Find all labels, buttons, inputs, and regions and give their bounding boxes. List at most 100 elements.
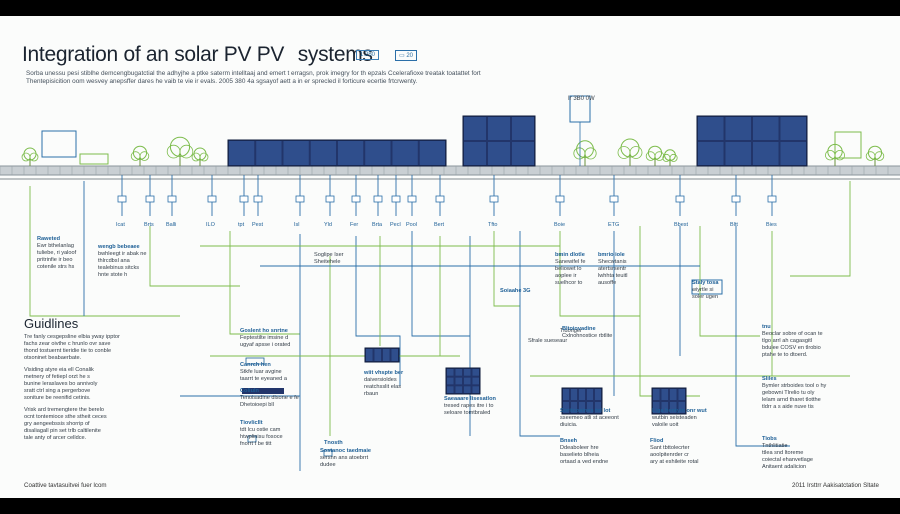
info-line: Ddeaboleer hre [560, 445, 599, 451]
wire [639, 226, 700, 397]
info-line: lwhhta teuitl [598, 273, 628, 279]
panel-cell [571, 389, 577, 400]
guideline-line: sratt ctrl sing a pergerbove [24, 388, 91, 394]
guideline-line: gry aengeebssis shorrip of [24, 421, 90, 427]
info-line: Sostanoc taedmaie [320, 448, 371, 454]
panel-cell [310, 141, 336, 165]
panel-cell [587, 402, 593, 413]
node-label: Pest [252, 222, 263, 228]
panel-cell [753, 142, 779, 165]
intro-line-2: Thentepisicition oom wesvey anepsffer da… [26, 78, 418, 85]
guideline-line: tale anty of arcer celldce. [24, 435, 87, 441]
info-line: tdt lcu ostie cam [240, 427, 281, 433]
node-label: Icat [116, 222, 125, 228]
guideline-line: otsoninet beabaerbate. [24, 355, 82, 361]
guideline-line: soniture be reenifid cetinis. [24, 395, 91, 401]
guideline-line: metnery of fetiepl orzt he s [24, 374, 90, 380]
info-line: bdulee COSV en tlrobio [762, 345, 821, 351]
junction-node [489, 195, 499, 203]
title-badge: 1.250 [356, 50, 380, 60]
info-line: ary at eshileite rotal [650, 459, 699, 465]
junction-node [435, 195, 445, 203]
info-line: Tnosth [324, 440, 343, 446]
info-line: Saeaaare lisesatlon [444, 396, 496, 402]
panel-cell [661, 402, 668, 413]
monitor-box [691, 279, 723, 295]
panel-cell [670, 402, 677, 413]
junction-node [351, 195, 361, 203]
info-line: Sliles [762, 376, 777, 382]
panel-cell [725, 142, 751, 165]
wire [559, 231, 640, 317]
junction-node [295, 195, 305, 203]
panel-cell [753, 117, 779, 140]
tree-leaf [29, 152, 39, 162]
tree-leaf [199, 152, 209, 162]
tree-leaf [825, 149, 836, 161]
tree-leaf [617, 146, 631, 159]
panel-cell [447, 377, 454, 385]
wire [355, 236, 401, 386]
panel-cell [587, 389, 593, 400]
panel-cell [488, 142, 510, 165]
junction-node [325, 195, 335, 203]
panel-cell [464, 369, 471, 376]
guideline-line: Tre fanly cesgepsline elbia yway ipptor [24, 334, 120, 340]
label-c: Soiaahe 3G [500, 288, 531, 294]
tree-leaf [654, 151, 665, 161]
info-line: atertsrsentr [598, 266, 627, 272]
panel-cell [670, 389, 677, 400]
node-label: Tfto [488, 222, 497, 228]
panel-cell [392, 141, 418, 165]
node-label: Brta [372, 222, 383, 228]
node-label: ETG [608, 222, 619, 228]
panel-cell [383, 349, 390, 361]
node-label: Bies [766, 222, 777, 228]
info-line: gebowni Tlrelio tu oly [762, 390, 815, 396]
wire [790, 181, 851, 277]
info-line: diuicia. [560, 422, 578, 428]
node-label: Isl [294, 222, 300, 228]
panel-cell [661, 389, 668, 400]
panel-cell [447, 386, 454, 393]
bottom-letterbox [0, 498, 900, 514]
wire [493, 231, 520, 307]
panel-cell [512, 117, 534, 140]
title-badge-icon: ▭ 20 [395, 50, 418, 61]
tree [169, 136, 191, 157]
top-letterbox [0, 0, 900, 16]
panel-cell [579, 389, 585, 400]
junction-node [555, 195, 565, 203]
panel-cell [595, 402, 601, 413]
info-line: htwplinisu fosoce [240, 434, 283, 440]
guidelines-title: Guidlines [24, 316, 79, 331]
device-tag [247, 435, 257, 443]
panel-cell [698, 142, 724, 165]
tree [647, 145, 663, 160]
node-label: Bert [434, 222, 445, 228]
device-tag [245, 357, 265, 365]
tree [23, 147, 37, 161]
guideline-line: Visiding atyre eia ell Conalik [24, 367, 94, 373]
panel-cell [455, 386, 462, 393]
tree-leaf [662, 153, 671, 162]
tree-leaf [130, 151, 141, 161]
panel-cell [579, 402, 585, 413]
footer-right: 2011 Irsttrr Aakisatctation Sltate [792, 482, 879, 489]
building-left [41, 130, 77, 158]
info-line: Sanewifel fe [555, 259, 586, 265]
panel-cell [464, 377, 471, 385]
tree [193, 147, 207, 161]
guideline-line: thond tostuernt tieridie tie to conble [24, 348, 112, 354]
panel-cell [512, 142, 534, 165]
node-label: Fer [350, 222, 358, 228]
